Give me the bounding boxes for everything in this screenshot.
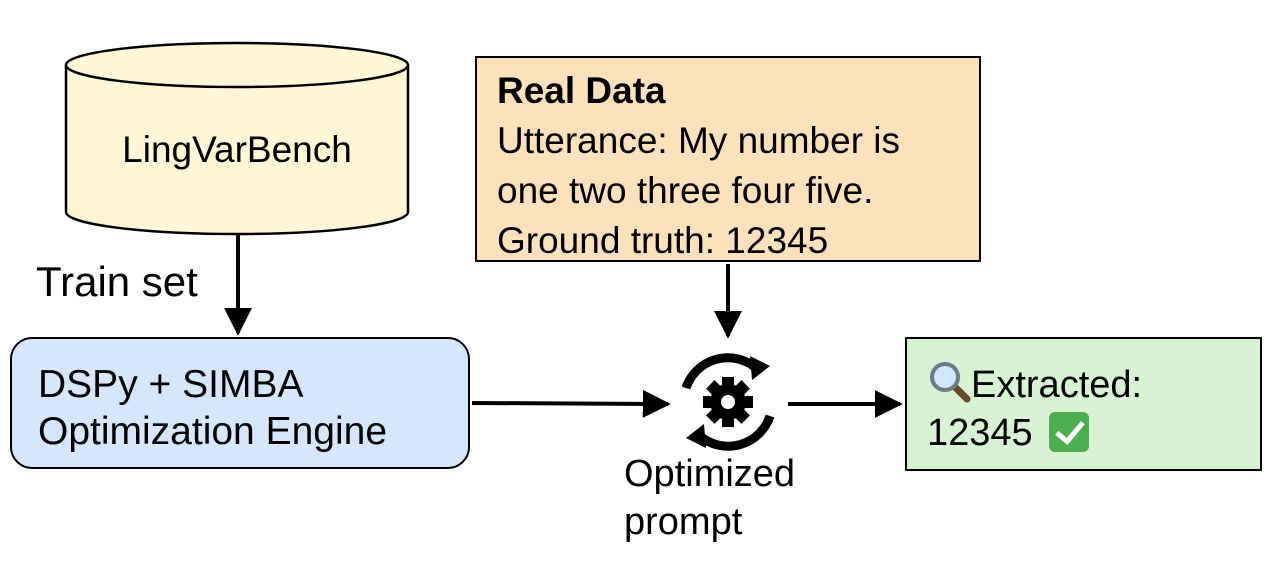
check-mark-icon bbox=[1049, 412, 1090, 452]
train-set-label: Train set bbox=[36, 258, 198, 305]
engine-label-line1: DSPy + SIMBA bbox=[38, 363, 304, 406]
real-data-line2: one two three four five. bbox=[497, 170, 874, 211]
optimized-prompt-line1: Optimized bbox=[624, 453, 796, 495]
optimized-prompt-line2: prompt bbox=[624, 501, 743, 543]
optimization-engine-box: DSPy + SIMBA Optimization Engine bbox=[10, 337, 470, 469]
engine-label-line2: Optimization Engine bbox=[38, 410, 388, 453]
arrow-engine-to-optimizer bbox=[471, 389, 671, 418]
extracted-value: 12345 bbox=[927, 412, 1033, 454]
magnifier-icon bbox=[930, 362, 971, 403]
gear-cycle-icon bbox=[681, 353, 775, 451]
database-cylinder bbox=[64, 41, 410, 236]
optimized-prompt-label: Optimized prompt bbox=[624, 450, 795, 546]
database-label: LingVarBench bbox=[122, 129, 352, 170]
extracted-output-box: Extracted: 12345 bbox=[905, 337, 1262, 471]
real-data-line1: Utterance: My number is bbox=[497, 120, 901, 161]
real-data-title: Real Data bbox=[497, 70, 666, 111]
real-data-line3: Ground truth: 12345 bbox=[497, 220, 829, 261]
extracted-label: Extracted: bbox=[971, 364, 1143, 406]
real-data-box: Real Data Utterance: My number is one tw… bbox=[475, 56, 981, 262]
